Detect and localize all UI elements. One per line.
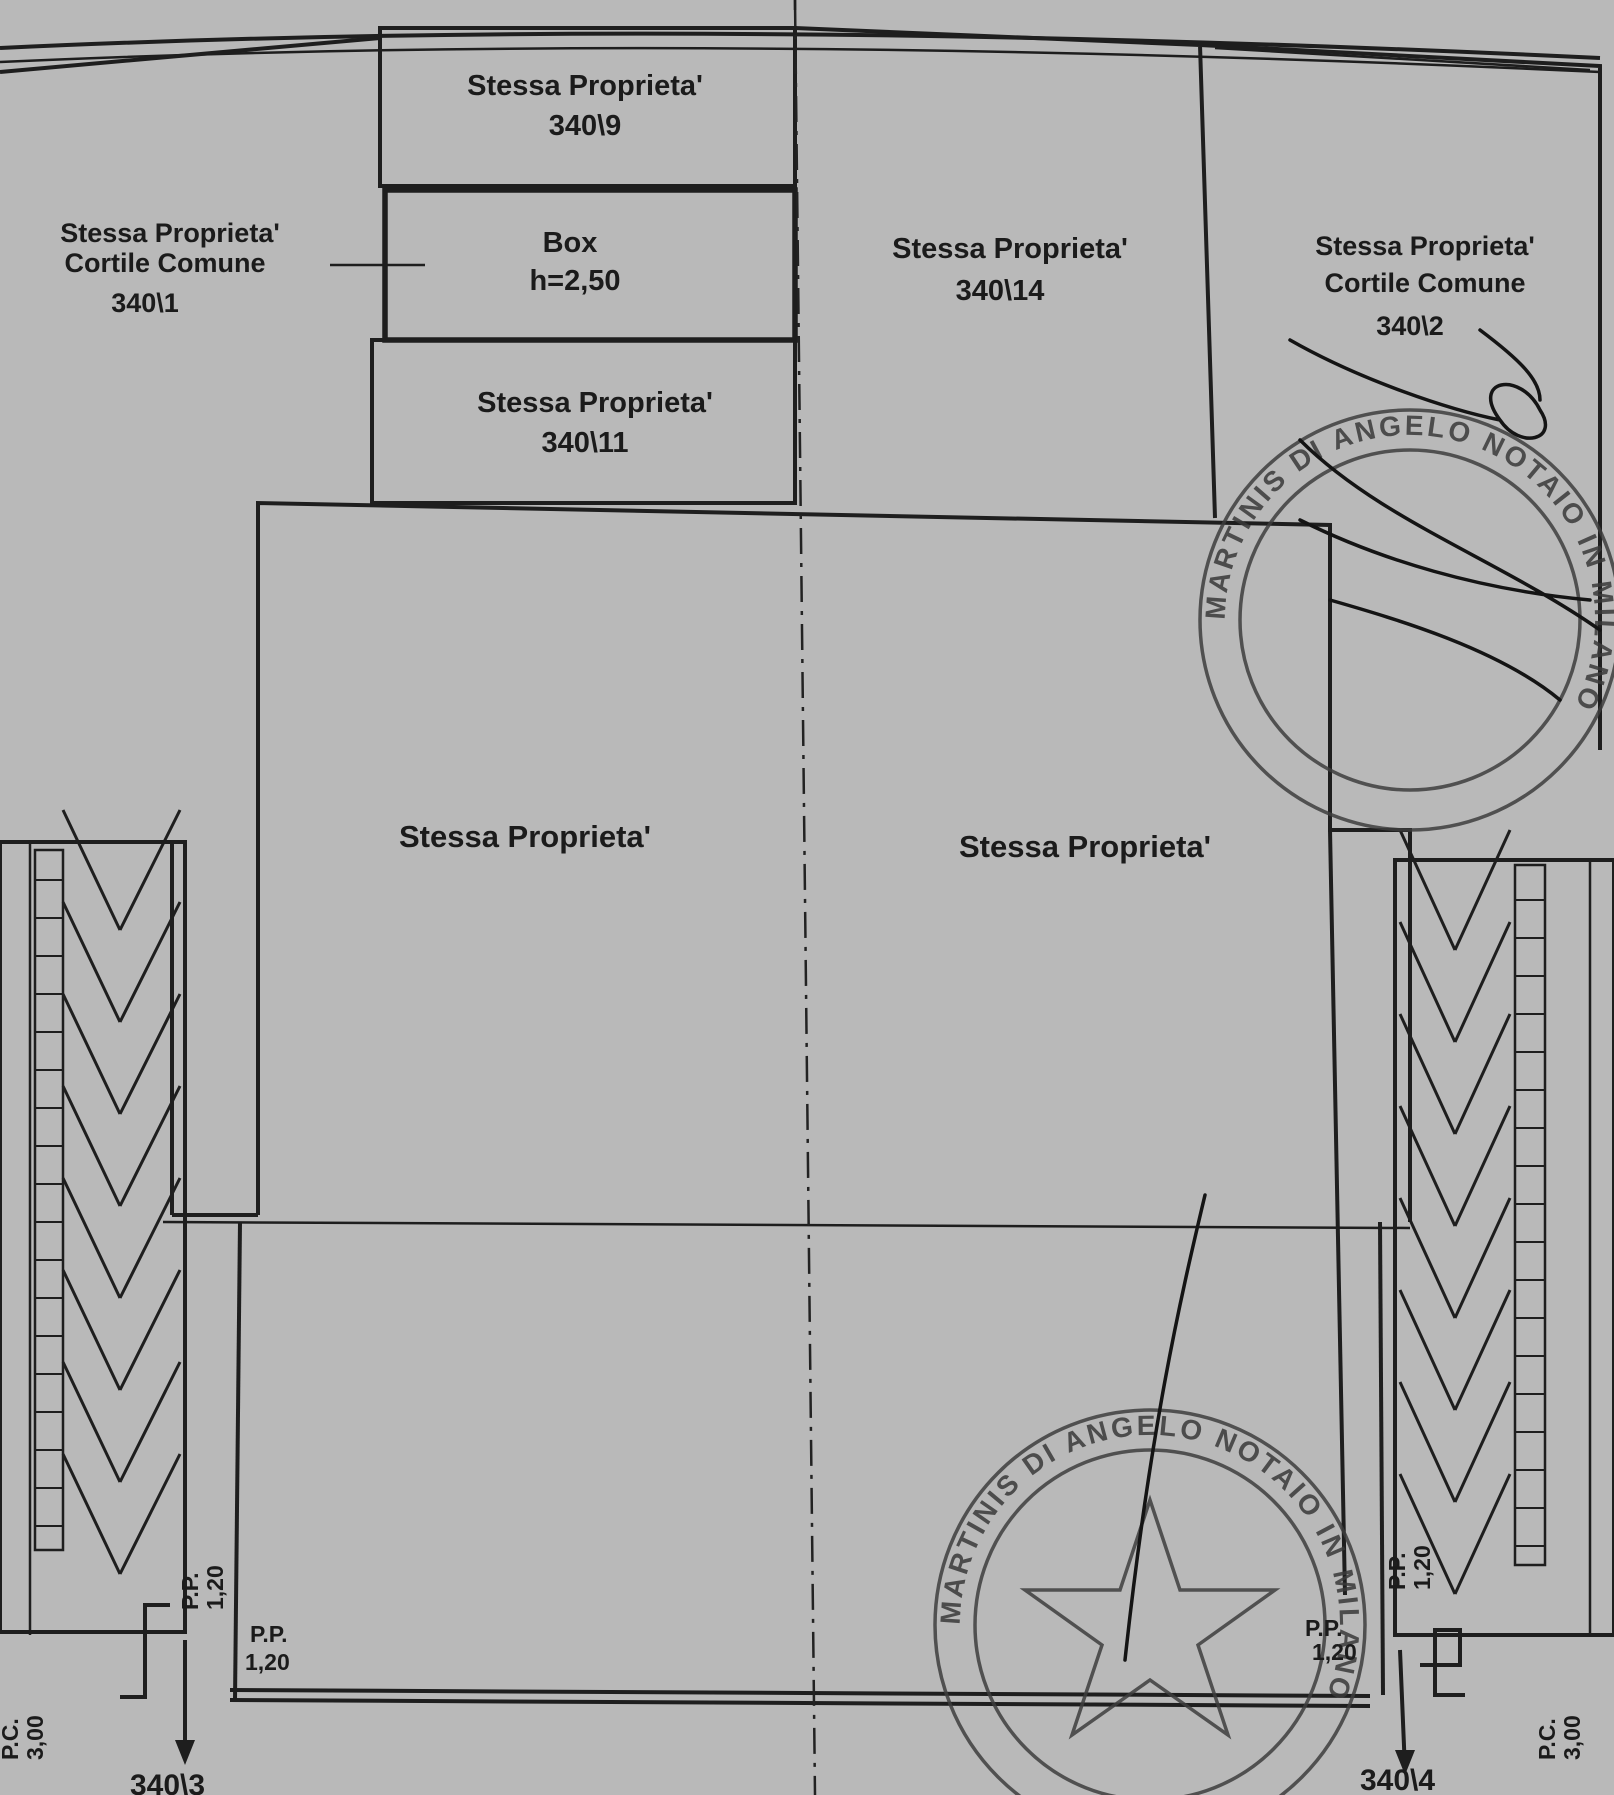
main-left-name: Stessa Proprieta' [399, 819, 651, 854]
main-block [162, 500, 1412, 1701]
ramp-hatch-line [118, 1085, 182, 1207]
ramp-hatch-line [1398, 1105, 1457, 1227]
arrow-down-right [1395, 1649, 1415, 1775]
room-340-1-code: 340\1 [111, 288, 179, 318]
room-340-9 [378, 26, 797, 188]
room-340-11-code: 340\11 [541, 427, 628, 459]
main-right-name: Stessa Proprieta' [959, 829, 1211, 864]
ramp-hatch-line [61, 1453, 122, 1575]
ramp-hatch-line [1398, 829, 1457, 951]
bottom-boundary [120, 1603, 1465, 1708]
svg-text:P.P.: P.P. [250, 1621, 288, 1647]
ramp-hatch-line [118, 901, 182, 1023]
top-boundary [0, 31, 1601, 74]
svg-text:P.P.: P.P. [1305, 1615, 1343, 1641]
ramp-hatch-line [1453, 1105, 1512, 1227]
svg-text:1,20: 1,20 [202, 1565, 228, 1610]
svg-text:MARTINIS DI ANGELO NOTAIO IN M: MARTINIS DI ANGELO NOTAIO IN MILANO [935, 1410, 1366, 1706]
pp-marker-left-vertical: P.P. 1,20 [177, 1565, 228, 1610]
ramp-hatch-line [1398, 1381, 1457, 1503]
room-340-9-code: 340\9 [549, 110, 622, 142]
ramp-hatch-line [61, 1269, 122, 1391]
ramp-hatch-line [61, 901, 122, 1023]
pc-marker-right: P.C. 3,00 [1534, 1715, 1585, 1760]
ramp-hatch-line [118, 1361, 182, 1483]
pp-marker-right: P.P. 1,20 [1305, 1615, 1357, 1665]
room-340-1-name: Stessa Proprieta' [60, 218, 280, 248]
svg-text:P.C.: P.C. [0, 1718, 23, 1760]
room-340-14-code: 340\14 [956, 275, 1045, 307]
ramp-hatch-line [1453, 1473, 1512, 1595]
ramp-hatch-line [118, 1269, 182, 1391]
room-box-height: h=2,50 [529, 265, 620, 297]
svg-text:P.C.: P.C. [1534, 1718, 1560, 1760]
ramp-hatch-line [1453, 829, 1512, 951]
room-340-14-name: Stessa Proprieta' [892, 233, 1128, 265]
ramp-hatch-line [1453, 1381, 1512, 1503]
left-ramp [0, 809, 187, 1635]
ramp-hatch-line [118, 993, 182, 1115]
ramp-hatch-line [118, 1453, 182, 1575]
svg-text:3,00: 3,00 [1559, 1715, 1585, 1760]
room-340-11 [370, 338, 797, 505]
ramp-hatch-line [118, 809, 182, 931]
ramp-hatch-line [61, 1361, 122, 1483]
svg-text:1,20: 1,20 [1409, 1545, 1435, 1590]
arrow-down-left [175, 1640, 195, 1765]
ramp-hatch-line [1398, 1473, 1457, 1595]
room-340-9-name: Stessa Proprieta' [467, 70, 703, 102]
svg-text:P.P.: P.P. [177, 1572, 203, 1610]
ref-bottom-left: 340\3 [130, 1769, 205, 1795]
pp-marker-left: P.P. 1,20 [245, 1621, 290, 1675]
ramp-hatch-line [61, 1085, 122, 1207]
ramp-hatch-line [1453, 921, 1512, 1043]
room-340-2-name: Stessa Proprieta' [1315, 231, 1535, 261]
room-340-11-name: Stessa Proprieta' [477, 387, 713, 419]
room-340-1-sub: Cortile Comune [64, 248, 265, 278]
notary-stamp-top: MARTINIS DI ANGELO NOTAIO IN MILANO [1198, 408, 1614, 832]
signature-bottom [1123, 1193, 1207, 1662]
ramp-hatch-line [1453, 1197, 1512, 1319]
ref-bottom-right: 340\4 [1360, 1764, 1435, 1795]
ramp-hatch-line [61, 809, 122, 931]
room-340-14 [794, 26, 1217, 519]
room-340-2-sub: Cortile Comune [1324, 268, 1525, 298]
svg-text:1,20: 1,20 [1312, 1639, 1357, 1665]
svg-text:3,00: 3,00 [22, 1715, 48, 1760]
ramp-hatch-line [1398, 1013, 1457, 1135]
right-ramp [1393, 829, 1614, 1637]
ramp-hatch-line [1453, 1013, 1512, 1135]
ramp-hatch-line [61, 1177, 122, 1299]
pc-marker-left: P.C. 3,00 [0, 1715, 48, 1760]
ramp-hatch-line [1398, 1197, 1457, 1319]
svg-text:P.P.: P.P. [1384, 1552, 1410, 1590]
ramp-hatch-line [118, 1177, 182, 1299]
center-axis [793, 0, 817, 1795]
ramp-hatch-line [1398, 1289, 1457, 1411]
pp-marker-right-vertical: P.P. 1,20 [1384, 1545, 1435, 1590]
signature-top [1288, 328, 1602, 702]
svg-text:1,20: 1,20 [245, 1649, 290, 1675]
ramp-hatch-line [1453, 1289, 1512, 1411]
ramp-hatch-line [61, 993, 122, 1115]
room-box-name: Box [543, 227, 598, 259]
room-340-2-code: 340\2 [1376, 311, 1444, 341]
room-340-2 [1199, 43, 1602, 750]
ramp-hatch-line [1398, 921, 1457, 1043]
